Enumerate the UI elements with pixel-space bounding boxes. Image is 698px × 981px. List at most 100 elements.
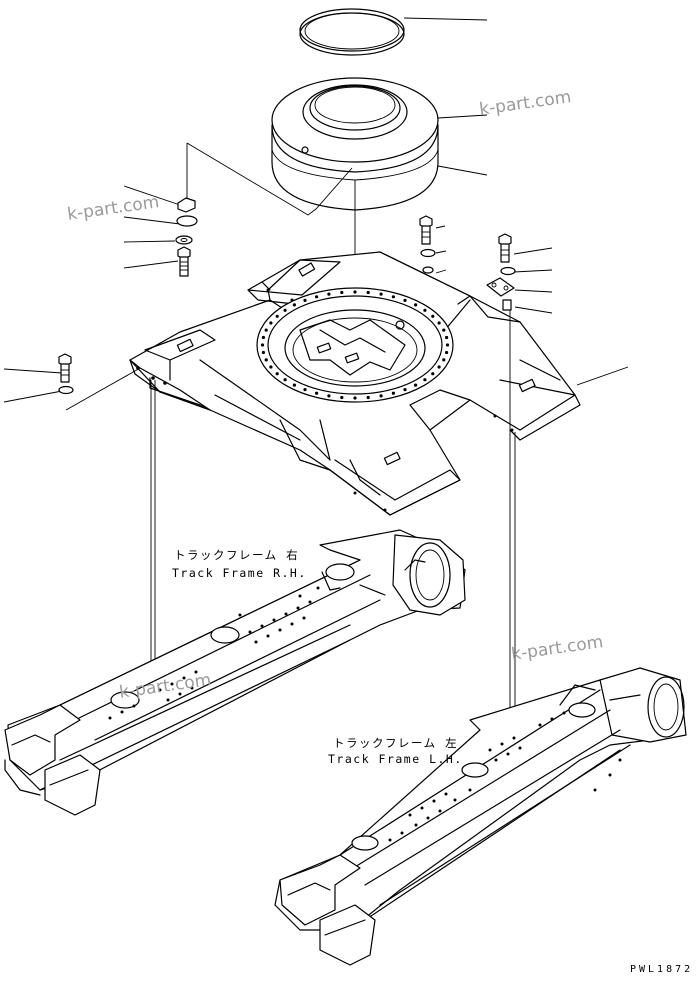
frame-hole [438, 809, 442, 813]
track-frame-rh-en-label: Track Frame R.H. [172, 566, 307, 580]
ring-bolt-hole [260, 343, 265, 347]
frame-hole [512, 736, 516, 740]
leader-lines [3, 17, 629, 411]
track-frame-lh [274, 667, 687, 966]
frame-hole [488, 748, 492, 752]
ring-bolt-hole [445, 350, 449, 355]
frame-hole [166, 698, 170, 702]
frame-hole [248, 630, 252, 634]
ring-bolt-hole [414, 303, 418, 307]
frame-hole [468, 788, 472, 792]
ring-bolt-hole [353, 396, 357, 400]
frame-hole [618, 758, 622, 762]
ring-bolt-hole [327, 292, 331, 296]
frame-hole [550, 717, 554, 721]
frame-hole [302, 616, 306, 620]
ring-bolt-hole [437, 365, 441, 369]
frame-hole [260, 624, 264, 628]
alignment-lines [150, 310, 516, 745]
ring-bolt-hole [269, 321, 273, 325]
frame-hole [278, 628, 282, 632]
track-frame-rh-jp-label: トラックフレーム 右 [174, 548, 300, 562]
ring-bolt-hole [315, 295, 319, 299]
frame-hole [170, 682, 174, 686]
frame-hole [266, 634, 270, 638]
ring-bolt-hole [275, 314, 279, 318]
frame-hole [420, 806, 424, 810]
frame-hole [608, 773, 612, 777]
ring-bolt-hole [366, 290, 370, 295]
ring-bolt-hole [442, 358, 446, 362]
bolt-group-left [175, 197, 198, 277]
ring-bolt-hole [379, 394, 383, 398]
swing-ring [256, 287, 454, 403]
ring-bolt-hole [261, 335, 265, 340]
frame-hole [444, 792, 448, 796]
frame-hole [432, 799, 436, 803]
frame-hole [388, 838, 392, 842]
ring-bolt-hole [431, 372, 435, 376]
frame-hole [408, 813, 412, 817]
ring-bolt-hole [437, 321, 441, 325]
ring-bolt-hole [261, 350, 265, 355]
frame-hole [296, 606, 300, 610]
track-frame-rh [4, 529, 466, 816]
ring-bolt-hole [391, 391, 395, 395]
track-frame-lh-en-label: Track Frame L.H. [328, 752, 463, 766]
ring-bolt-hole [292, 383, 296, 387]
ring-bolt-hole [445, 335, 449, 340]
ring-bolt-hole [423, 308, 427, 312]
ring-bolt-hole [403, 388, 407, 392]
ring-bolt-hole [264, 328, 268, 332]
frame-hole [518, 746, 522, 750]
ring-bolt-hole [414, 383, 418, 387]
frame-hole [308, 600, 312, 604]
ring-bolt-hole [292, 303, 296, 307]
frame-hole [453, 798, 457, 802]
frame-hole [132, 704, 136, 708]
frame-hole [316, 586, 320, 590]
ring-bolt-hole [445, 343, 450, 347]
frame-hole [500, 742, 504, 746]
ring-bolt-hole [283, 308, 287, 312]
ring-bolt-hole [264, 358, 268, 362]
ring-bolt-hole [366, 395, 370, 400]
ring-bolt-hole [379, 292, 383, 296]
ring-bolt-hole [403, 298, 407, 302]
frame-hole [238, 613, 242, 617]
ring-bolt-hole [327, 394, 331, 398]
ring-bolt-hole [353, 290, 357, 294]
frame-hole [400, 831, 404, 835]
frame-hole [108, 716, 112, 720]
ring-bolt-hole [283, 378, 287, 382]
bolt-group-far-left [58, 353, 74, 395]
frame-hole [254, 640, 258, 644]
ring-bolt-hole [303, 298, 307, 302]
frame-hole [272, 618, 276, 622]
frame-hole [178, 692, 182, 696]
ring-bolt-hole [423, 378, 427, 382]
ring-bolt-hole [269, 365, 273, 369]
ring-bolt-hole [391, 295, 395, 299]
frame-hole [562, 711, 566, 715]
seal-ring [299, 8, 405, 56]
frame-hole [426, 816, 430, 820]
ring-bolt-hole [340, 290, 344, 295]
ring-bolt-hole [431, 314, 435, 318]
track-frame-lh-jp-label: トラックフレーム 左 [333, 736, 459, 750]
frame-hole [120, 710, 124, 714]
frame-hole [194, 670, 198, 674]
drawing-code: PWL1872 [630, 964, 694, 975]
frame-hole [414, 823, 418, 827]
ring-bolt-hole [315, 391, 319, 395]
ring-bolt-hole [340, 395, 344, 400]
frame-hole [538, 723, 542, 727]
ring-bolt-hole [303, 388, 307, 392]
frame-hole [298, 594, 302, 598]
frame-hole [182, 676, 186, 680]
frame-hole [158, 688, 162, 692]
frame-hole [290, 622, 294, 626]
ring-bolt-hole [275, 372, 279, 376]
bolt-group-right [486, 233, 516, 311]
